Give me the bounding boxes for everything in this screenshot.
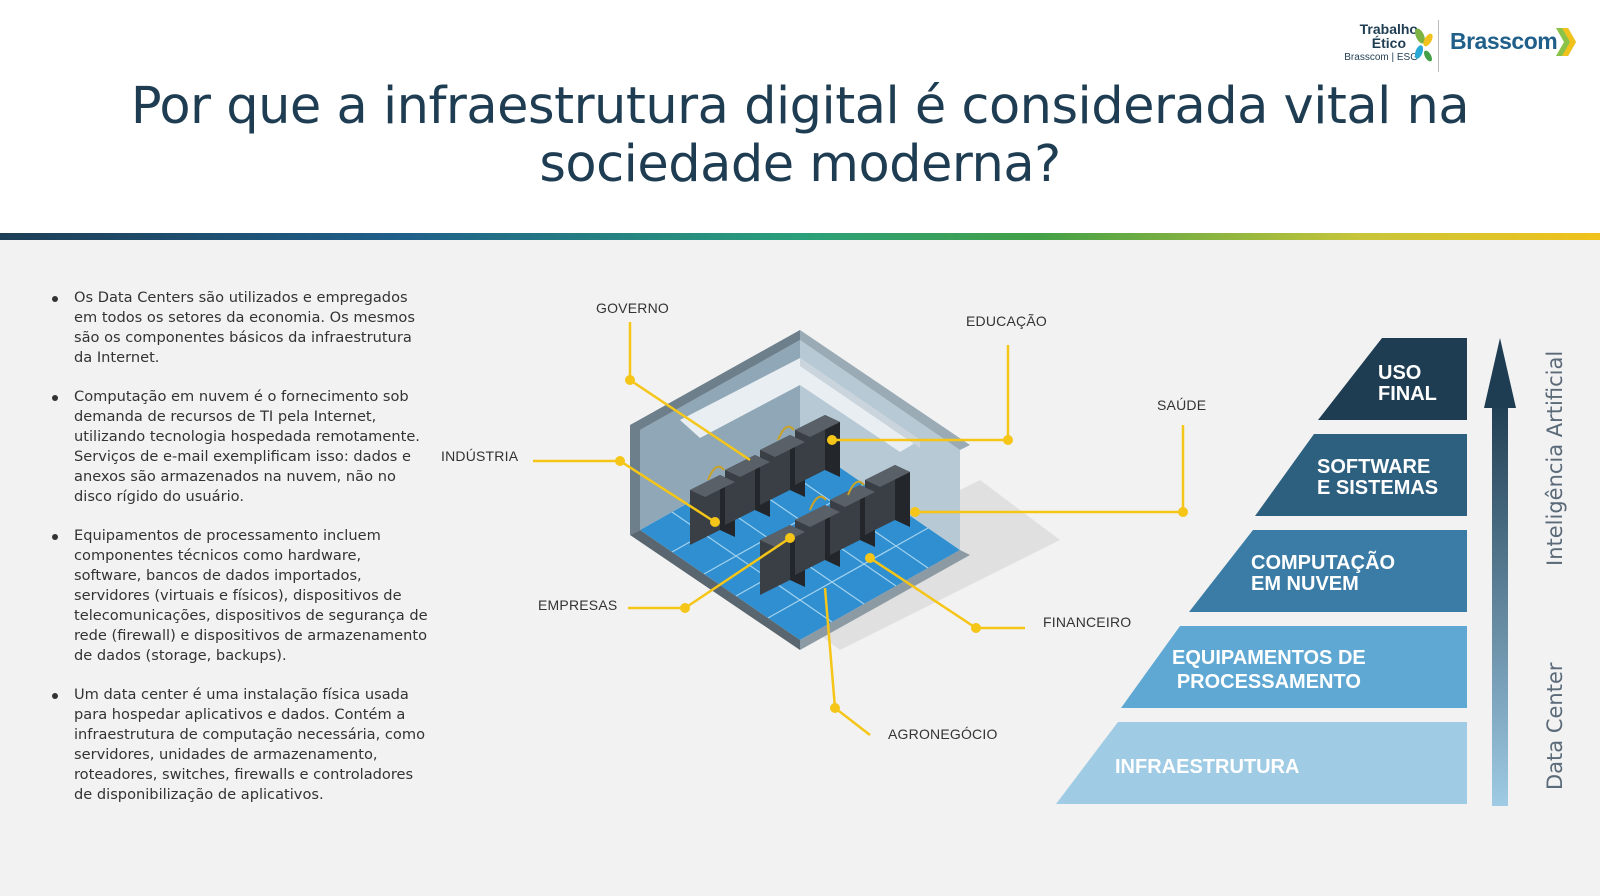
sector-label-agronegocio: AGRONEGÓCIO (888, 726, 998, 742)
sector-label-empresas: EMPRESAS (538, 597, 618, 613)
bullet-dot (52, 395, 58, 401)
pyramid-label-software-line2: E SISTEMAS (1317, 477, 1439, 499)
pyramid-label-computacao-line2: EM NUVEM (1251, 573, 1359, 595)
pyramid-level-uso-final (1318, 338, 1467, 420)
logos: Trabalho Ético Brasscom | ESG Brasscom (1318, 18, 1578, 74)
sector-label-saude: SAÚDE (1157, 397, 1207, 413)
header: Por que a infraestrutura digital é consi… (0, 0, 1600, 233)
axis-label-data-center: Data Center (1543, 662, 1567, 791)
pyramid-label-uso-final-line2: FINAL (1378, 383, 1437, 405)
pyramid-label-infraestrutura: INFRAESTRUTURA (1115, 756, 1300, 778)
server-racks (690, 415, 910, 595)
bullet-text: Computação em nuvem é o fornecimento sob… (74, 388, 420, 505)
bullet-dot (52, 534, 58, 540)
pyramid-level-computacao (1189, 530, 1467, 612)
pyramid-label-software-line1: SOFTWARE (1317, 456, 1431, 478)
pyramid-label-computacao: COMPUTAÇÃO EM NUVEM (1251, 553, 1395, 595)
bullet-text: Os Data Centers são utilizados e emprega… (74, 289, 415, 366)
pyramid-label-uso-final: USO FINAL (1378, 363, 1437, 405)
sector-label-governo: GOVERNO (596, 300, 669, 316)
logo-etico-text: Ético (1371, 35, 1406, 51)
trabalho-etico-logo: Trabalho Ético Brasscom | ESG (1318, 22, 1418, 64)
leaf-icon (1414, 28, 1433, 62)
arrow-up-icon (1484, 338, 1516, 806)
axis-label-inteligencia-artificial: Inteligência Artificial (1543, 350, 1567, 566)
page-title: Por que a infraestrutura digital é consi… (0, 78, 1600, 194)
logo-divider (1438, 20, 1439, 72)
title-line-1: Por que a infraestrutura digital é consi… (130, 77, 1470, 136)
bullet-item: Um data center é uma instalação física u… (48, 685, 428, 805)
pyramid-label-uso-final-line1: USO (1378, 362, 1422, 384)
bullet-dot (52, 693, 58, 699)
color-band (0, 233, 1600, 240)
sector-label-educacao: EDUCAÇÃO (966, 313, 1047, 329)
sector-label-industria: INDÚSTRIA (441, 448, 519, 464)
bullet-dot (52, 296, 58, 302)
chevron-right-icon (1556, 28, 1576, 56)
bullet-list: Os Data Centers são utilizados e emprega… (48, 288, 428, 824)
logo-trabalho-text: Trabalho (1359, 21, 1418, 37)
pyramid-label-software: SOFTWARE E SISTEMAS (1317, 457, 1438, 499)
bullet-item: Computação em nuvem é o fornecimento sob… (48, 387, 428, 507)
pyramid-level-equipamentos (1121, 626, 1467, 708)
pyramid-label-equipamentos: EQUIPAMENTOS DE PROCESSAMENTO (1172, 648, 1366, 693)
bullet-text: Um data center é uma instalação física u… (74, 686, 426, 803)
title-line-2: sociedade moderna? (539, 135, 1061, 194)
data-center-illustration (630, 330, 1060, 650)
bullet-text: Equipamentos de processamento incluem co… (74, 527, 428, 664)
sector-label-financeiro: FINANCEIRO (1043, 614, 1132, 630)
logo-sub-text: Brasscom | ESG (1344, 52, 1418, 63)
pyramid-level-infraestrutura (1056, 722, 1467, 804)
bullet-item: Equipamentos de processamento incluem co… (48, 526, 428, 666)
pyramid-label-equipamentos-line1: EQUIPAMENTOS DE (1172, 647, 1366, 669)
bullet-item: Os Data Centers são utilizados e emprega… (48, 288, 428, 368)
pyramid-label-computacao-line1: COMPUTAÇÃO (1251, 552, 1396, 574)
brasscom-logo-text: Brasscom (1450, 28, 1558, 54)
pyramid-label-equipamentos-line2: PROCESSAMENTO (1176, 671, 1361, 693)
pyramid-level-software (1255, 434, 1467, 516)
